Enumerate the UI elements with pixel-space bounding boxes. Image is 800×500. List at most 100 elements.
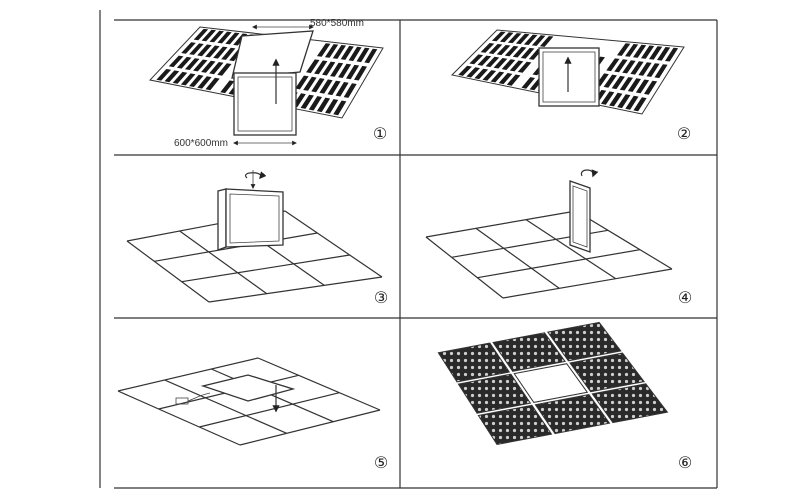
grille-slot [504, 45, 519, 57]
grid-rail [284, 210, 383, 278]
grille-slot [209, 30, 224, 43]
grille-slot [649, 46, 663, 60]
grille-slot [625, 95, 639, 110]
grille-slot [485, 56, 500, 68]
grille-slot [633, 44, 647, 58]
grille-slot [506, 74, 521, 86]
grille-slot [517, 61, 532, 73]
grille-slot [654, 64, 668, 79]
grille-slot [346, 64, 360, 80]
grille-slot [466, 67, 480, 78]
grille-slot [319, 79, 333, 94]
grille-slot [515, 33, 530, 45]
grille-slot [617, 94, 631, 109]
grille-slot [520, 47, 535, 59]
grille-slot [185, 58, 200, 70]
grille-slot [488, 44, 503, 54]
grille-slot [665, 47, 679, 62]
step-number: ③ [374, 288, 388, 307]
grille-slot [314, 60, 328, 75]
grille-slot [213, 46, 228, 59]
grille-slot [469, 54, 484, 65]
grid-rail [117, 357, 259, 392]
grid-rail [575, 210, 673, 270]
grille-slot [316, 97, 331, 113]
grille-slot [498, 73, 513, 85]
light-panel [225, 188, 284, 248]
grille-slot [333, 100, 347, 116]
grille-slot [205, 77, 220, 91]
grille-slot [622, 60, 636, 74]
grid-rail [208, 276, 383, 303]
grille-slot [172, 71, 188, 84]
perforated-tile [492, 332, 566, 372]
grille-slot [501, 59, 516, 70]
grille-slot [197, 44, 212, 57]
grille-slot [477, 55, 492, 66]
grille-slot [303, 76, 317, 91]
grille-slot [509, 60, 524, 72]
grille-slot [176, 56, 192, 69]
grille-slot [189, 74, 204, 87]
grid-rail [211, 368, 334, 423]
grille-slot [156, 69, 172, 81]
ceiling-grid [425, 210, 673, 299]
grille-slot [611, 75, 625, 90]
grille-slot [480, 43, 495, 53]
panel-4: ④ [425, 169, 692, 307]
light-panel [200, 374, 296, 402]
grille-slot [295, 75, 309, 90]
grille-slot [609, 92, 623, 107]
grille-slot [627, 78, 641, 92]
grille-slot [340, 45, 354, 60]
grille-slot [311, 78, 325, 93]
grille-slot [324, 44, 339, 58]
grille-slot [217, 63, 232, 76]
grille-slot [601, 91, 615, 105]
grille-slot [348, 46, 362, 61]
grille-slot [193, 59, 208, 72]
grid-rail [475, 227, 560, 289]
grille-slot [657, 47, 671, 61]
grille-slot [189, 43, 204, 55]
perforated-tile [569, 352, 645, 393]
step-number: ② [677, 124, 691, 143]
grille-slot [523, 34, 538, 45]
grille-slot [220, 80, 235, 94]
hole-dimension-label: 580*580mm [310, 18, 364, 29]
grille-slot [322, 61, 336, 76]
grille-slot [482, 70, 497, 81]
grid-rail [502, 268, 673, 299]
perforated-tile [591, 383, 669, 424]
light-panel [513, 363, 589, 403]
grille-slot [308, 96, 322, 111]
grille-slot [493, 58, 508, 69]
grille-slot [603, 74, 617, 88]
grille-slot [625, 44, 639, 57]
grille-slot [201, 60, 216, 73]
grid-rail [179, 230, 268, 295]
grille-slot [633, 97, 647, 112]
grille-slot [496, 45, 511, 56]
grille-slot [490, 71, 505, 83]
grille-slot [606, 58, 620, 72]
grille-slot [327, 80, 341, 96]
grille-slot [181, 42, 196, 54]
step-number: ① [373, 124, 387, 143]
light-panel [569, 180, 591, 253]
panel-dimension-label: 600*600mm [174, 138, 228, 149]
grille-slot [306, 59, 320, 74]
grid-rail [181, 254, 350, 283]
grid-frame [99, 10, 718, 489]
step-number: ④ [678, 288, 692, 307]
rotate-arrow-icon [580, 169, 599, 178]
grille-slot [644, 80, 658, 95]
grille-slot [209, 62, 224, 75]
grille-slot [338, 63, 352, 78]
perforated-tile [534, 393, 611, 435]
grid-rail [257, 357, 381, 411]
panel-1: 580*580mm 600*600mm ① [149, 18, 387, 149]
grille-slot [458, 65, 472, 76]
grille-slot [638, 62, 652, 76]
